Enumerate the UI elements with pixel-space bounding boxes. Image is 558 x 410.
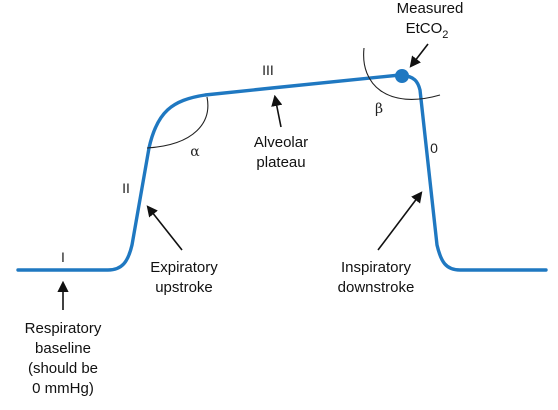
beta-symbol: β [375,101,383,117]
inspiratory-downstroke-label-line2: downstroke [338,279,415,296]
expiratory-upstroke-arrow [146,205,183,251]
expiratory-upstroke-label-line1: Expiratory [150,259,218,276]
respiratory-baseline-label-line4: 0 mmHg) [32,380,94,397]
alveolar-plateau-label-line2: plateau [256,154,305,171]
measured-label: Measured [397,0,464,17]
phase-i-label: I [61,249,65,265]
expiratory-upstroke-label-line2: upstroke [155,279,213,296]
etco2-label: EtCO2 [406,20,449,41]
alveolar-plateau-arrow [271,94,283,128]
respiratory-baseline-label-line3: (should be [28,360,98,377]
inspiratory-downstroke-label-line1: Inspiratory [341,259,412,276]
phase-0-label: 0 [430,140,438,156]
phase-ii-label: II [122,180,130,196]
alpha-symbol: α [190,144,200,160]
phase-iii-label: III [262,62,274,78]
capnogram-waveform [16,73,548,272]
etco2-measurement-point [395,69,409,83]
measured-arrow [409,43,429,68]
alpha-angle-arc [146,96,209,149]
alveolar-plateau-label-line1: Alveolar [254,134,308,151]
respiratory-baseline-label-line1: Respiratory [25,320,102,337]
inspiratory-downstroke-arrow [377,191,423,251]
beta-angle-arc [363,47,441,100]
respiratory-baseline-label-line2: baseline [35,340,91,357]
etco2-subscript: 2 [442,29,448,41]
